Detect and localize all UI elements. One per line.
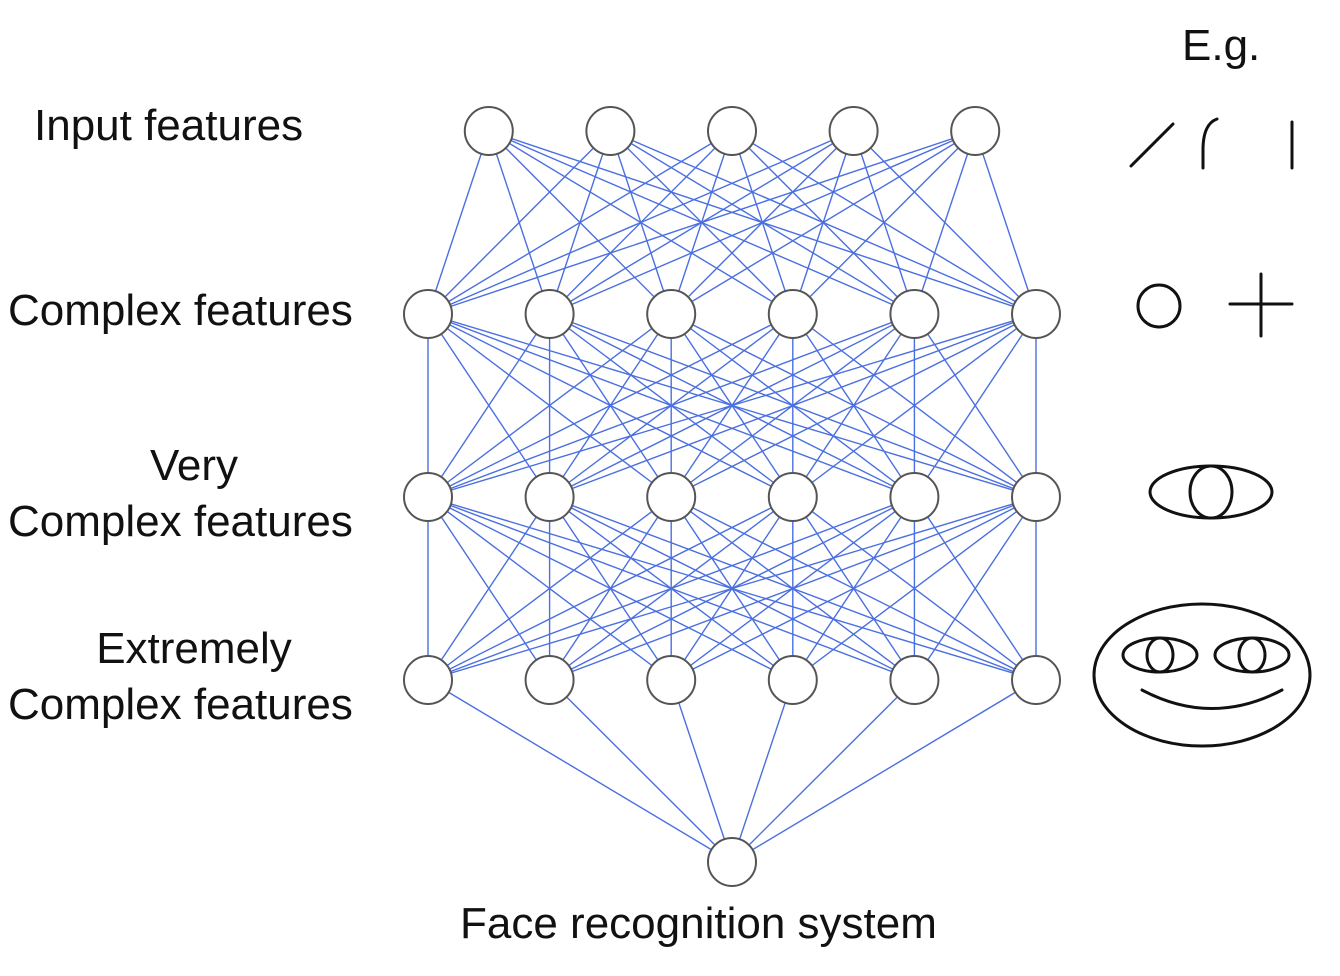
edge-l0-n3-to-n0 (427, 130, 854, 315)
node-input-2 (707, 106, 757, 156)
edge-l2-n2-to-n0 (427, 496, 672, 681)
node-input-0 (463, 106, 514, 156)
node-very-complex-5 (1011, 472, 1061, 522)
edge-l0-n4-to-n4 (913, 130, 976, 315)
label-very-complex-line1: Very (149, 441, 239, 490)
edge-l0-n4-to-n2 (670, 130, 976, 315)
edge-l0-n4-to-n1 (549, 130, 976, 315)
node-complex-4 (889, 289, 940, 339)
label-very-complex-line2: Complex features (8, 497, 353, 546)
edge-l3-n3-to-n0 (731, 679, 794, 863)
edge-l0-n1-to-n0 (427, 130, 611, 315)
edge-l1-n2-to-n0 (427, 313, 672, 498)
example-heading: E.g. (1182, 21, 1261, 70)
edge-l1-n5-to-n0 (427, 313, 1037, 498)
edge-l0-n4-to-n0 (427, 130, 976, 315)
example-icons (1092, 117, 1312, 748)
slash-line-icon (1129, 122, 1175, 168)
node-input-1 (585, 106, 636, 156)
node-input-3 (828, 106, 879, 156)
node-extremely-complex-0 (403, 655, 453, 705)
node-complex-5 (1011, 289, 1061, 339)
edge-l0-n4-to-n5 (974, 130, 1037, 315)
face-icon (1092, 602, 1312, 748)
edge-l0-n4-to-n3 (792, 130, 976, 315)
edge-l0-n2-to-n0 (427, 130, 733, 315)
edge-l1-n3-to-n0 (427, 313, 794, 498)
edge-l2-n5-to-n3 (792, 496, 1037, 681)
node-complex-2 (646, 289, 697, 339)
edge-l3-n4-to-n0 (731, 679, 915, 863)
network-edges (427, 130, 1037, 863)
edge-l3-n2-to-n0 (670, 679, 733, 863)
network-nodes (403, 106, 1061, 887)
edge-l2-n5-to-n4 (913, 496, 1037, 681)
node-extremely-complex-4 (889, 655, 940, 705)
node-complex-3 (767, 289, 818, 339)
edge-l3-n5-to-n0 (731, 679, 1037, 863)
node-complex-1 (524, 289, 575, 339)
edge-l2-n5-to-n1 (549, 496, 1037, 681)
edge-l1-n5-to-n2 (670, 313, 1037, 498)
node-extremely-complex-1 (524, 655, 575, 705)
arc-icon (1201, 117, 1219, 170)
node-extremely-complex-3 (767, 655, 818, 705)
edge-l1-n5-to-n4 (913, 313, 1037, 498)
edge-l2-n5-to-n0 (427, 496, 1037, 681)
node-extremely-complex-5 (1011, 655, 1061, 705)
label-extremely-complex-line2: Complex features (8, 680, 353, 729)
edge-l0-n0-to-n0 (427, 130, 490, 315)
edge-l3-n1-to-n0 (549, 679, 733, 863)
plus-icon (1228, 272, 1294, 338)
edge-l1-n5-to-n3 (792, 313, 1037, 498)
edge-l2-n3-to-n0 (427, 496, 794, 681)
edge-l2-n1-to-n0 (427, 496, 551, 681)
edge-l2-n5-to-n2 (670, 496, 1037, 681)
node-complex-0 (403, 289, 453, 339)
edge-l1-n5-to-n1 (549, 313, 1037, 498)
node-very-complex-1 (524, 472, 575, 522)
edge-l1-n4-to-n0 (427, 313, 915, 498)
node-very-complex-3 (767, 472, 818, 522)
label-complex-features: Complex features (8, 286, 353, 335)
circle-icon (1136, 283, 1182, 329)
node-input-4 (950, 106, 1001, 156)
label-extremely-complex-line1: Extremely (96, 624, 292, 673)
node-extremely-complex-2 (646, 655, 697, 705)
node-very-complex-0 (403, 472, 453, 522)
node-very-complex-2 (646, 472, 697, 522)
label-face-recognition-system: Face recognition system (460, 899, 937, 948)
edge-l3-n0-to-n0 (427, 679, 733, 863)
label-input-features: Input features (34, 101, 304, 150)
eye-icon (1148, 464, 1274, 520)
edge-l2-n4-to-n0 (427, 496, 915, 681)
node-output-0 (707, 837, 757, 887)
edge-l1-n1-to-n0 (427, 313, 551, 498)
node-very-complex-4 (889, 472, 940, 522)
